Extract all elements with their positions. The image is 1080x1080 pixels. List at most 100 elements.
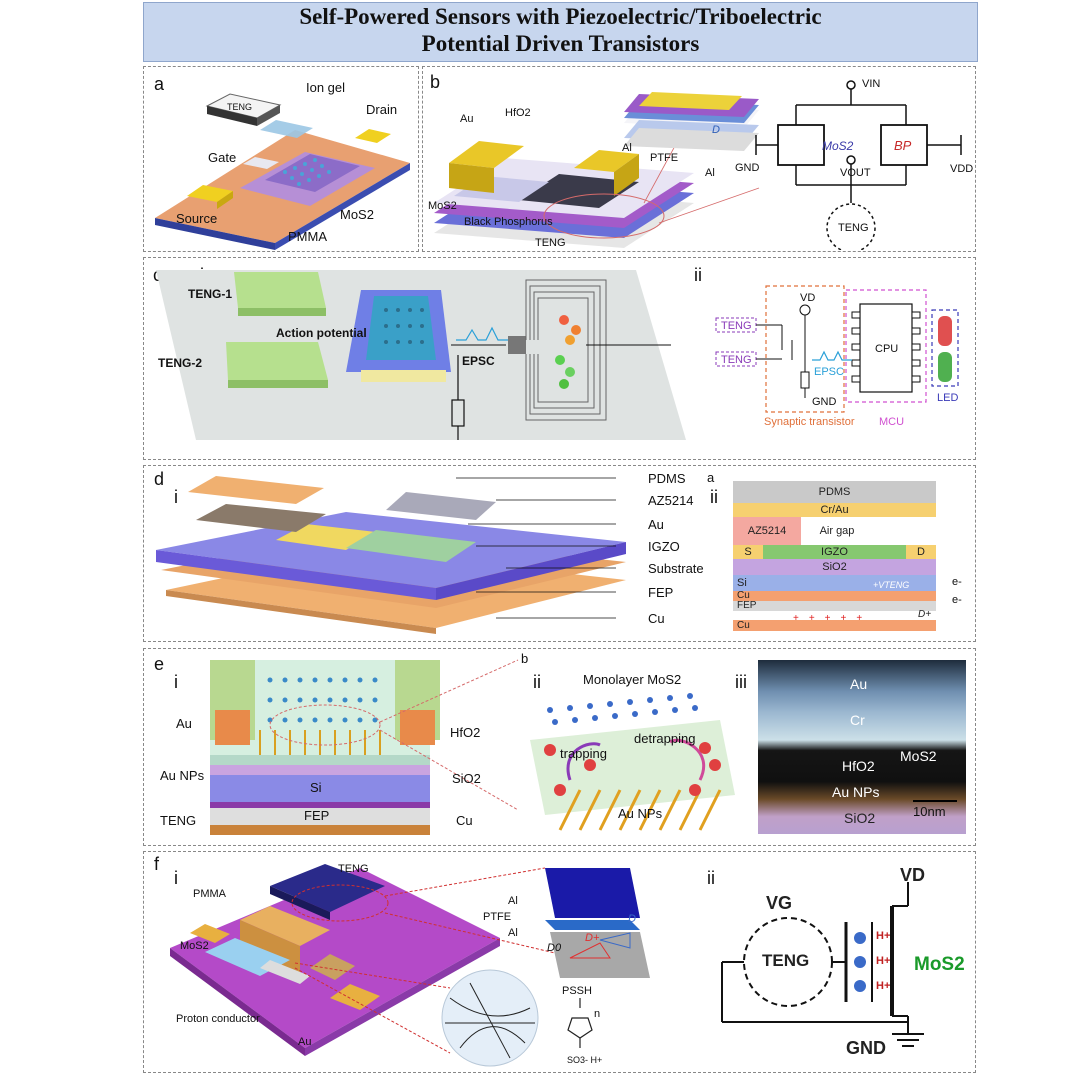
stray-letter: b [521,651,529,666]
au-right [574,150,639,172]
label-au: Au [298,1036,312,1048]
figure-title: Self-Powered Sensors with Piezoelectric/… [143,2,978,62]
label-ptfe: PTFE [650,152,679,164]
label-teng-a: TENG [721,320,752,332]
panel-d-sub-i: i [174,487,178,507]
teng-block [270,864,385,912]
scale-bar-label: 10nm [913,804,946,819]
label-au-nps: Au NPs [160,768,205,783]
stack-e-1: e- [952,576,962,588]
label-mcu: MCU [879,416,905,428]
label-ion-gel: Ion gel [306,80,346,95]
panel-d-letter: d [154,469,165,489]
panel-c [143,257,976,460]
panel-b-inverter-circuit: MoS2 BP [755,80,962,250]
panel-c-circuit [715,285,959,413]
panel-f-device-illustration [170,864,650,1067]
label-pssh: PSSH [562,985,592,997]
label-au: Au [460,113,474,125]
label-d: D [628,913,636,925]
label-gnd: GND [812,396,837,408]
panel-f-letter: f [154,854,160,874]
led-box [931,309,959,387]
label-teng: TENG [838,222,869,234]
proton-conductor [260,960,310,984]
layer-label-az5214: AZ5214 [648,493,694,508]
stray-letter: a [707,470,715,485]
teng-inset [545,868,650,978]
panel-c-sub-ii: ii [694,265,702,285]
layer-label-igzo: IGZO [648,539,680,554]
stack-cu-bottom: Cu [733,620,936,631]
label-pmma: PMMA [288,229,327,244]
panel-e [143,648,976,846]
label-gnd: GND [735,162,760,174]
label-mos2: MoS2 [340,207,374,222]
stack-source: S [733,545,763,559]
label-au-nps-mech: Au NPs [618,806,663,821]
si-layer [210,775,430,802]
layer-label-au: Au [648,517,664,532]
stack-drain: D [906,545,936,559]
label-h-3: H+ [876,980,891,992]
label-teng: TENG [160,813,197,828]
teng-label: TENG [227,102,252,112]
label-vd: VD [800,292,816,304]
teng-2-block [226,342,328,380]
panel-f-sub-i: i [174,868,178,888]
source-pad [187,185,233,202]
label-gnd: GND [846,1038,886,1058]
label-gate: Gate [208,150,237,165]
panel-e-device-illustration [210,659,519,835]
label-led: LED [937,392,959,404]
label-n: n [594,1008,601,1020]
label-vout: VOUT [840,167,871,179]
label-source: Source [176,211,218,226]
label-ptfe: PTFE [483,911,512,923]
stack-pdms: PDMS [733,481,936,503]
panel-e-sub-i: i [174,672,178,692]
au-pad-left [190,924,230,943]
gate-pad [243,157,279,169]
stack-dplus: D+ [918,609,932,620]
stack-az5214: AZ5214 [733,517,801,545]
pmma-block [240,906,330,946]
label-vdd: VDD [950,163,974,175]
label-d: D [712,124,720,136]
label-detrapping: detrapping [634,731,696,746]
panel-f-sub-ii: ii [707,868,715,888]
panel-a [143,66,419,252]
label-epsc: EPSC [814,366,844,378]
tem-label-cr: Cr [850,712,865,728]
label-si: Si [310,780,322,795]
stack-crau: Cr/Au [733,503,936,517]
label-teng-1: TENG-1 [188,287,233,301]
tem-label-sio2: SiO2 [844,810,876,826]
label-teng-2: TENG-2 [158,356,203,370]
label-al-top: Al [622,142,632,154]
label-cu: Cu [456,813,473,828]
label-proton-conductor: Proton conductor [176,1013,260,1025]
stack-igzo: IGZO [763,545,906,559]
igzo [346,530,476,562]
label-drain: Drain [366,102,398,117]
stack-fep: FEP [733,601,936,611]
mos2-transistor [777,124,825,166]
label-teng-b: TENG [721,354,752,366]
label-action-potential: Action potential [276,326,367,340]
label-teng: TENG [338,863,369,875]
label-h-2: H+ [876,955,891,967]
layer-label-substrate: Substrate [648,561,704,576]
panel-e-mechanism [530,693,735,831]
label-teng: TENG [535,237,566,249]
label-mos2: MoS2 [428,200,457,212]
panel-f-circuit [721,882,924,1047]
label-vd: VD [900,865,926,885]
panel-b-letter: b [430,72,441,92]
label-d0: D0 [547,942,562,954]
label-monolayer-mos2: Monolayer MoS2 [583,672,682,687]
label-black-phosphorus: Black Phosphorus [464,216,553,228]
label-dplus: D+ [585,932,600,944]
stack-vteng: +VTENG [873,580,910,590]
layer-label-fep: FEP [648,585,674,600]
